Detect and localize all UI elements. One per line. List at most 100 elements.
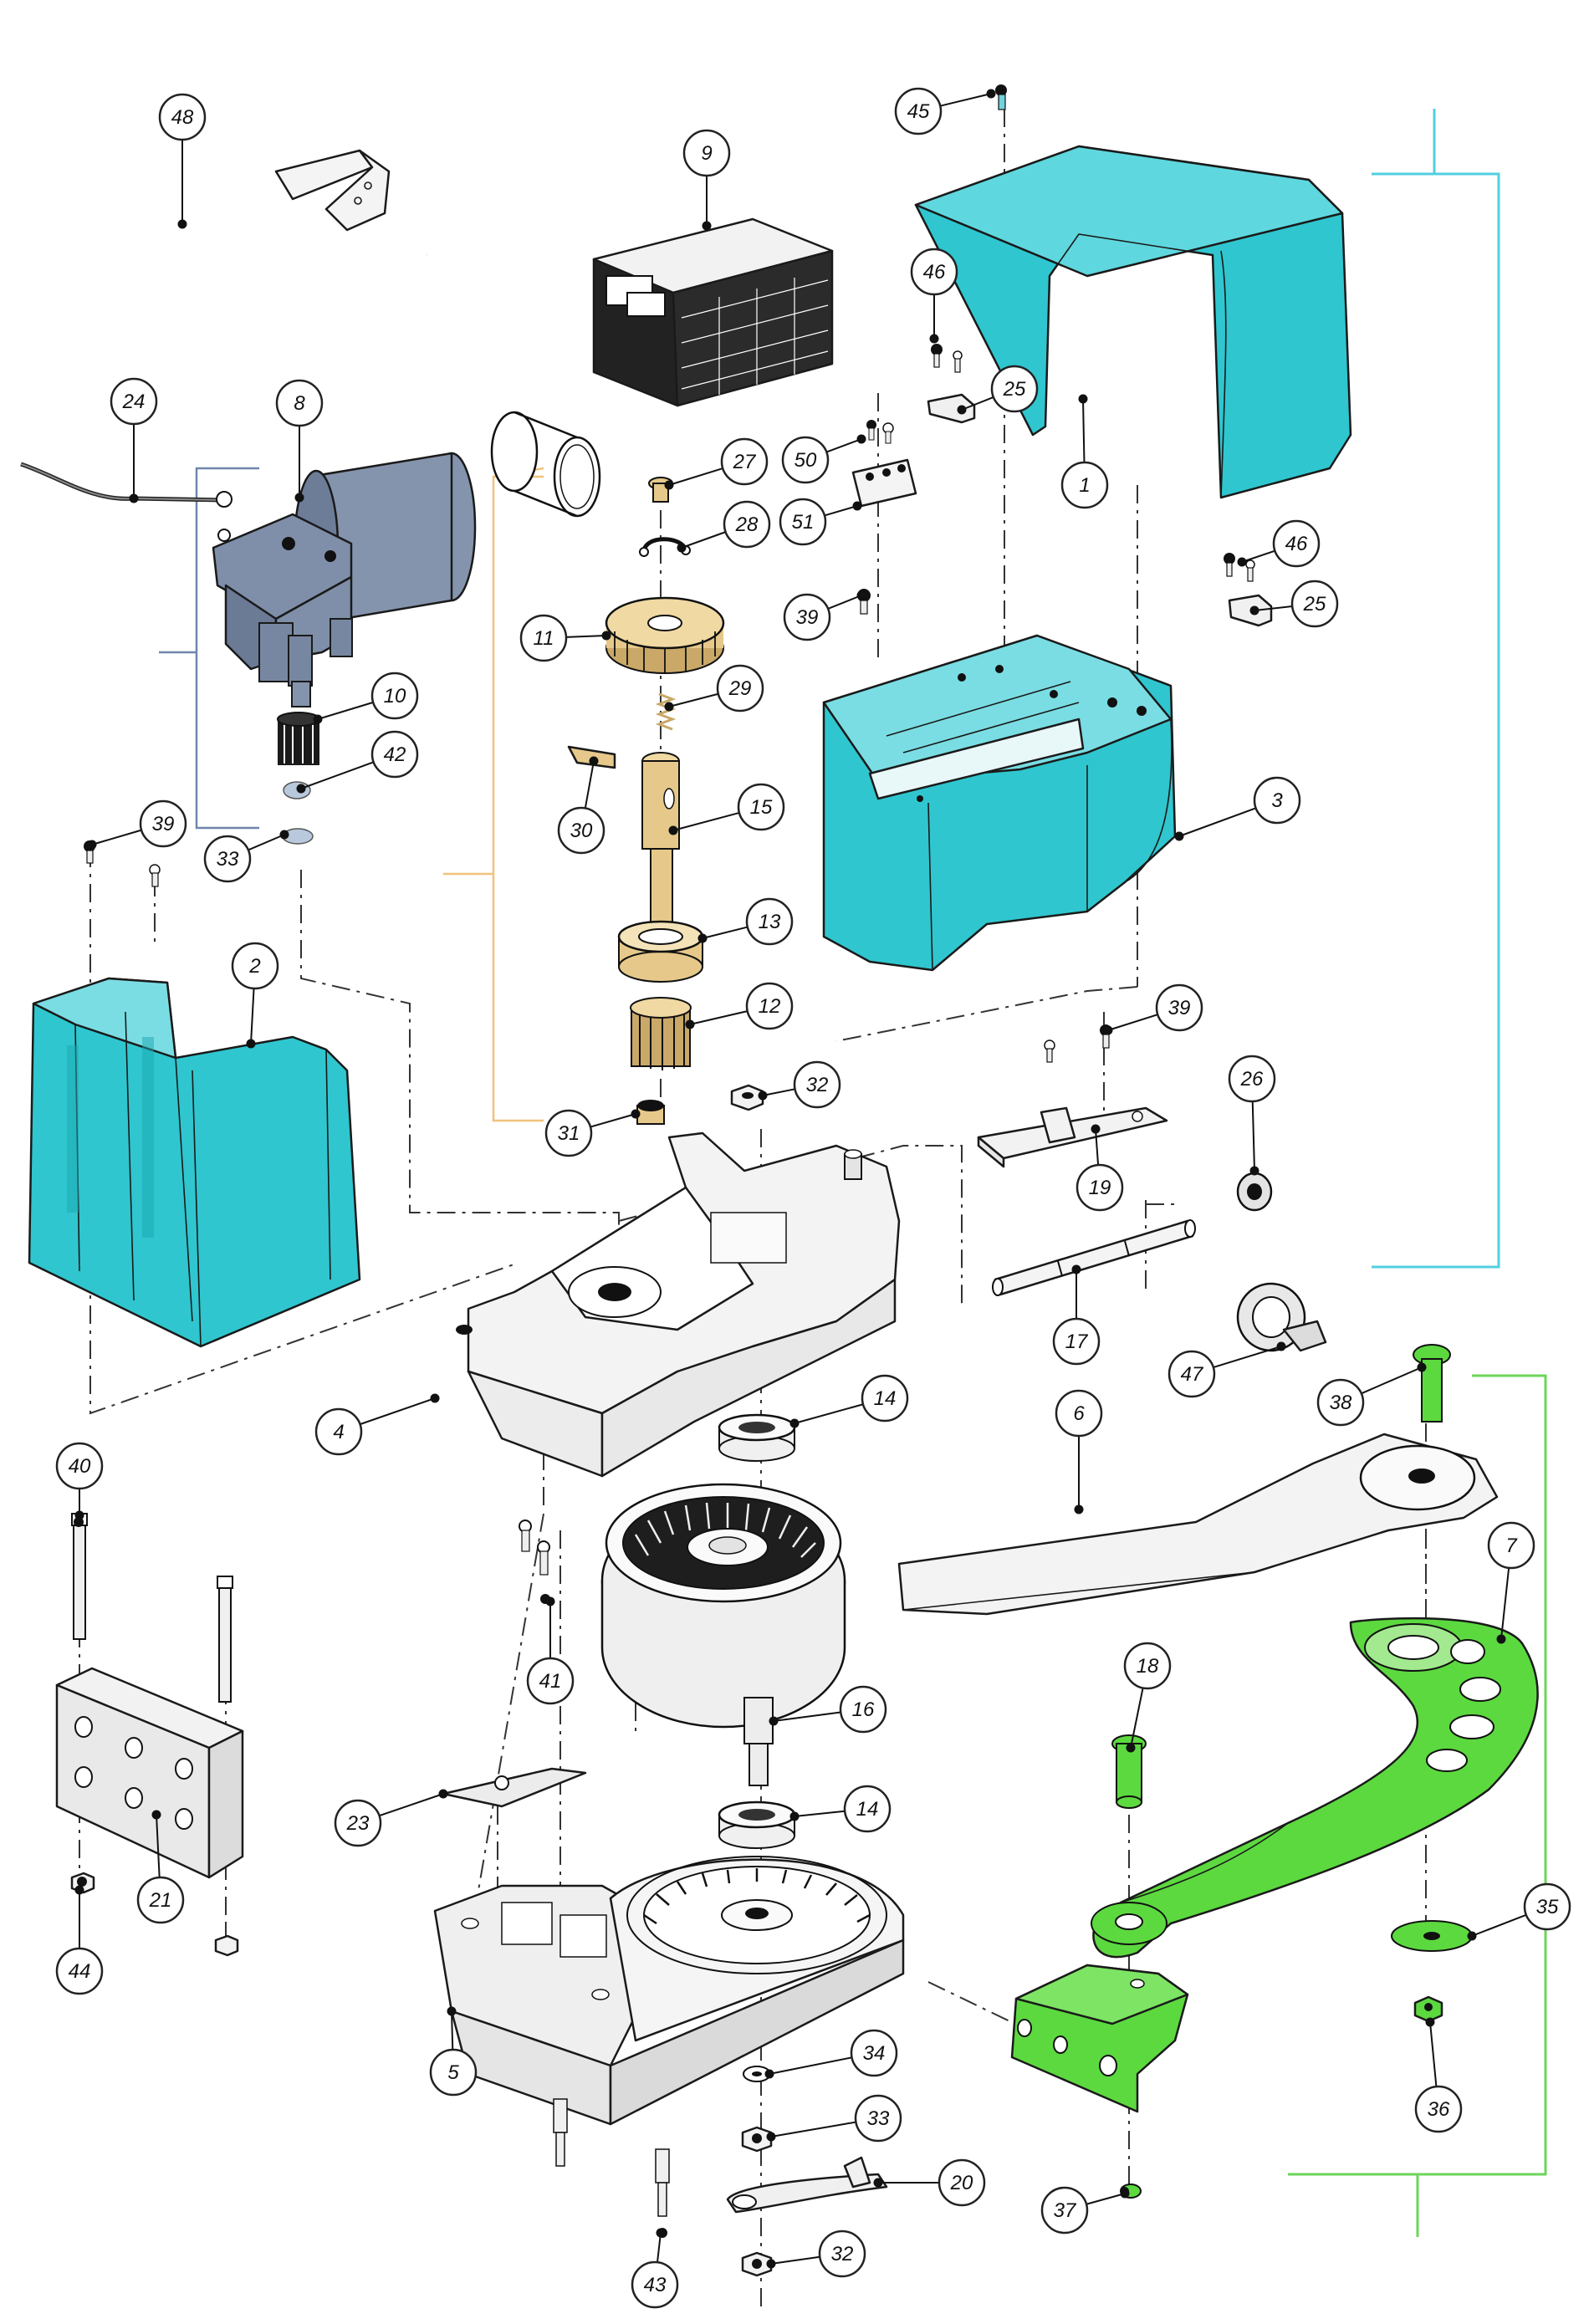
callout-circle: [557, 806, 605, 855]
callout-circle: [1055, 1389, 1103, 1438]
leader-dot-c10: [313, 714, 323, 724]
callout-circle: [631, 2260, 679, 2309]
leader-line-c30: [584, 760, 595, 809]
callout-circle: [1272, 519, 1321, 568]
callout-c10: 10: [370, 672, 419, 720]
callout-circle: [720, 437, 769, 486]
callout-number: 19: [1089, 1177, 1111, 1199]
parts-46-25-upper: [927, 344, 976, 424]
leader-line-c46b: [1241, 549, 1275, 563]
callout-number: 14: [856, 1798, 879, 1821]
callout-number: 33: [217, 848, 239, 871]
callout-circle: [781, 436, 830, 484]
leader-dot-c33a: [279, 830, 289, 840]
callout-number: 37: [1054, 2199, 1077, 2222]
part-8-motor: [212, 452, 477, 707]
callout-circle: [1052, 1317, 1101, 1366]
part-4-gearbox-base: [456, 1131, 901, 1478]
callout-c35: 35: [1523, 1882, 1571, 1931]
leader-line-c12: [689, 1010, 748, 1025]
leader-line-c35: [1471, 1913, 1527, 1937]
callout-c23: 23: [334, 1799, 382, 1847]
callout-circle: [839, 1685, 887, 1734]
callout-number: 30: [570, 820, 593, 842]
callout-c26: 26: [1228, 1055, 1276, 1103]
leader-line-c27: [668, 467, 723, 486]
leader-line-c7: [1500, 1567, 1510, 1640]
callout-c38: 38: [1316, 1378, 1365, 1427]
callout-c31: 31: [544, 1109, 593, 1157]
part-47-release-disc: [1236, 1282, 1327, 1352]
leader-line-c11: [565, 635, 607, 638]
leader-dot-c38: [1417, 1362, 1427, 1372]
motor-ring-band: [490, 411, 601, 518]
leader-dot-c19: [1091, 1124, 1101, 1134]
callout-circle: [1060, 461, 1109, 509]
callout-circle: [139, 799, 187, 848]
leader-line-c37: [1086, 2193, 1126, 2205]
callout-c15: 15: [737, 783, 785, 831]
part-7-curved-arm: [1091, 1617, 1539, 1959]
callout-number: 23: [346, 1812, 370, 1835]
callout-circle: [1076, 1163, 1124, 1212]
leader-line-c47: [1213, 1346, 1282, 1368]
leader-dot-c24: [129, 493, 139, 503]
callout-circle: [990, 365, 1039, 413]
part-14-bearing-lower: [718, 1800, 796, 1849]
callout-number: 39: [152, 813, 175, 835]
callout-circle: [519, 614, 568, 662]
callout-circle: [1316, 1378, 1365, 1427]
callout-c20: 20: [938, 2158, 986, 2207]
callout-circle: [1167, 1350, 1216, 1398]
leader-line-c36: [1429, 2021, 1438, 2087]
callout-number: 32: [806, 1074, 829, 1096]
callout-circle: [1155, 983, 1203, 1032]
callout-number: 3: [1271, 789, 1283, 812]
callout-circle: [1414, 2085, 1463, 2133]
leader-dot-c31: [631, 1109, 641, 1119]
leader-dot-c18: [1126, 1743, 1136, 1753]
part-27-pin: [648, 477, 673, 503]
leader-line-c51: [824, 505, 858, 517]
callout-c32b: 32: [818, 2230, 866, 2278]
leader-dot-c23: [438, 1789, 448, 1799]
leader-line-c15: [672, 811, 740, 831]
callout-circle: [1040, 2186, 1089, 2235]
leader-dot-c14b: [789, 1811, 800, 1821]
leader-line-c45: [940, 93, 992, 107]
callout-number: 40: [69, 1455, 91, 1478]
callout-number: 18: [1137, 1655, 1159, 1678]
leader-line-c13: [702, 926, 749, 939]
callout-c42: 42: [370, 730, 419, 779]
leader-dot-c25b: [1249, 605, 1259, 615]
leader-dot-c27: [664, 480, 674, 490]
leader-dot-c45: [986, 89, 996, 99]
leader-dot-c7: [1496, 1634, 1506, 1644]
callout-circle: [370, 730, 419, 779]
callout-circle: [861, 1374, 909, 1422]
callout-c27: 27: [720, 437, 769, 486]
callout-circle: [55, 1947, 104, 1995]
leader-dot-c29: [664, 702, 674, 712]
callout-number: 25: [1003, 378, 1026, 401]
part-5-lower-base: [433, 1856, 905, 2126]
part-31-bushing: [636, 1100, 665, 1125]
callout-number: 10: [384, 685, 406, 707]
callout-circle: [938, 2158, 986, 2207]
callout-number: 27: [733, 451, 757, 473]
callout-c25b: 25: [1290, 580, 1339, 628]
leader-line-c1: [1082, 398, 1086, 463]
callout-c44: 44: [55, 1947, 104, 1995]
leader-dot-c39c: [1103, 1025, 1113, 1035]
leader-dot-c37: [1120, 2189, 1130, 2199]
leader-dot-c33b: [766, 2132, 776, 2142]
leader-dot-c43: [656, 2228, 666, 2238]
callout-c16: 16: [839, 1685, 887, 1734]
callout-circle: [314, 1407, 363, 1456]
callout-c21: 21: [136, 1876, 185, 1924]
callout-c13: 13: [745, 897, 794, 946]
callout-number: 28: [735, 513, 759, 536]
callout-circle: [783, 593, 831, 641]
callout-circle: [818, 2230, 866, 2278]
